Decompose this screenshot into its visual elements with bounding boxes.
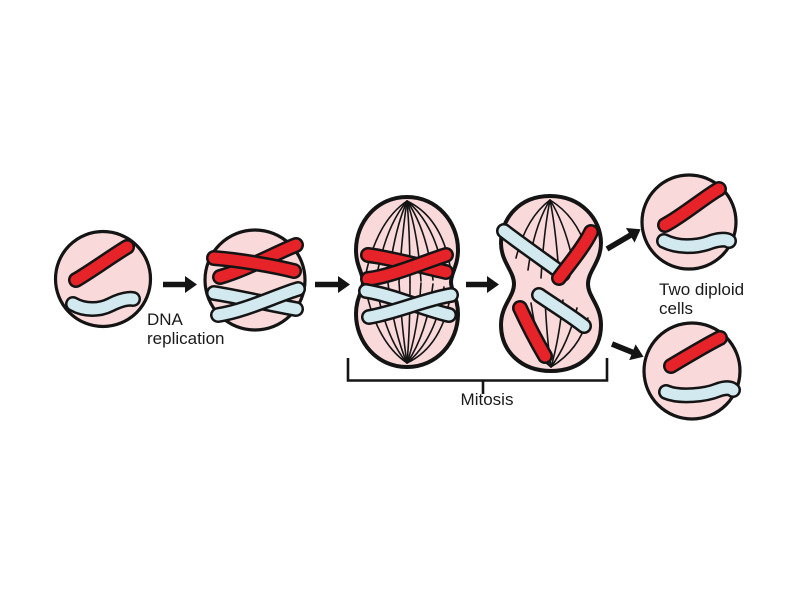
flow-arrow-to-bottom-daughter: [610, 341, 644, 361]
blue-chromosome: [664, 240, 729, 246]
flow-arrow-to-top-daughter: [605, 227, 641, 252]
cell-stage-parent: [53, 229, 153, 329]
dna-replication-label-line2: replication: [147, 328, 225, 348]
flow-arrow-2: [315, 276, 350, 293]
daughter-cell-top: [640, 173, 738, 271]
mitosis-bracket: [346, 358, 609, 394]
dna-replication-label-line1: DNA: [147, 310, 183, 329]
dna-replication-label: DNA replication: [147, 310, 225, 348]
flow-arrow-3: [466, 276, 499, 293]
flow-arrow-1: [163, 276, 197, 293]
cell-stage-metaphase: [354, 195, 460, 369]
daughter-cell-bottom: [642, 321, 742, 421]
cell-stage-replicated: [203, 228, 307, 332]
blue-duplicated-chromosome: [214, 289, 298, 315]
cell-membrane: [499, 194, 603, 373]
two-diploid-cells-label: Two diploid cells: [659, 280, 745, 318]
two-diploid-cells-label-line2: cells: [659, 298, 694, 318]
blue-chromosome: [666, 388, 733, 395]
cell-stage-dividing: [499, 194, 603, 373]
two-diploid-cells-label-line1: Two diploid: [659, 280, 745, 299]
mitosis-label: Mitosis: [460, 390, 514, 409]
blue-chromosome: [73, 299, 133, 309]
